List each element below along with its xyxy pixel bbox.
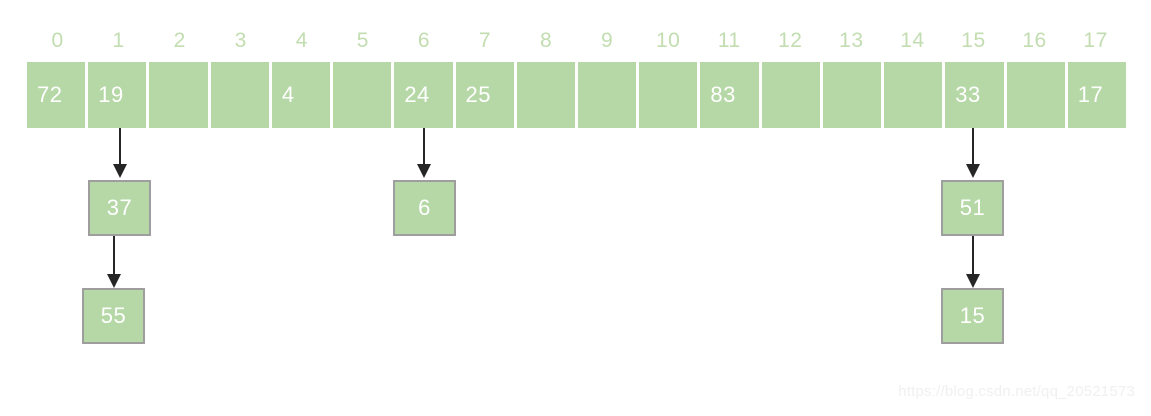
array-cell-15[interactable]: 33 — [945, 62, 1004, 128]
arrow-shaft — [119, 128, 121, 166]
array-index-label-11: 11 — [717, 29, 741, 52]
arrow-head-icon — [113, 164, 127, 178]
arrow-shaft — [423, 128, 425, 166]
arrow-head-icon — [107, 274, 121, 288]
array-cell-16[interactable] — [1006, 62, 1065, 128]
arrow-head-icon — [966, 274, 980, 288]
array-cell-3[interactable] — [210, 62, 269, 128]
arrow-shaft — [972, 128, 974, 166]
array-index-label-2: 2 — [173, 29, 186, 52]
arrow-head-icon — [966, 164, 980, 178]
arrow-head-icon — [417, 164, 431, 178]
array-index-label-13: 13 — [839, 29, 864, 52]
array-cell-7[interactable]: 25 — [455, 62, 514, 128]
array-index-label-12: 12 — [778, 29, 803, 52]
array-cell-11[interactable]: 83 — [700, 62, 759, 128]
array-index-label-6: 6 — [417, 29, 430, 52]
array-index-label-7: 7 — [478, 29, 492, 52]
array-cell-12[interactable] — [761, 62, 820, 128]
array-cell-2[interactable] — [149, 62, 208, 128]
chain-node-bucket-15-1[interactable]: 15 — [941, 288, 1004, 344]
chain-arrow-bucket-1-0 — [110, 128, 130, 178]
chain-arrow-bucket-15-1 — [963, 236, 983, 288]
array-index-label-16: 16 — [1022, 29, 1047, 52]
arrow-shaft — [113, 236, 115, 276]
chain-node-bucket-6-0[interactable]: 6 — [393, 180, 456, 236]
chain-arrow-bucket-1-1 — [104, 236, 124, 288]
arrow-shaft — [972, 236, 974, 276]
array-index-label-8: 8 — [539, 29, 553, 52]
array-index-label-3: 3 — [234, 29, 247, 52]
array-index-label-4: 4 — [295, 29, 308, 52]
array-cell-0[interactable]: 72 — [27, 62, 86, 128]
array-index-label-15: 15 — [961, 29, 986, 52]
chain-arrow-bucket-6-0 — [414, 128, 434, 178]
array-cell-17[interactable]: 17 — [1067, 62, 1126, 128]
array-index-label-14: 14 — [900, 29, 925, 52]
array-cell-10[interactable] — [639, 62, 698, 128]
array-index-label-9: 9 — [601, 29, 614, 52]
array-cell-5[interactable] — [333, 62, 392, 128]
chain-node-bucket-1-1[interactable]: 55 — [82, 288, 145, 344]
array-cell-8[interactable] — [516, 62, 575, 128]
array-index-label-17: 17 — [1083, 29, 1108, 52]
array-cell-13[interactable] — [822, 62, 882, 128]
array-index-label-0: 0 — [51, 29, 64, 52]
array-index-label-5: 5 — [356, 29, 369, 52]
array-cell-14[interactable] — [884, 62, 943, 128]
chain-arrow-bucket-15-0 — [963, 128, 983, 178]
array-index-label-10: 10 — [655, 29, 681, 52]
chain-node-bucket-15-0[interactable]: 51 — [941, 180, 1004, 236]
array-cell-6[interactable]: 24 — [394, 62, 453, 128]
chain-node-bucket-1-0[interactable]: 37 — [88, 180, 151, 236]
array-cell-1[interactable]: 19 — [88, 62, 147, 128]
array-index-label-1: 1 — [112, 29, 125, 52]
array-cell-4[interactable]: 4 — [271, 62, 331, 128]
array-cell-9[interactable] — [577, 62, 637, 128]
watermark: https://blog.csdn.net/qq_20521573 — [898, 383, 1135, 400]
